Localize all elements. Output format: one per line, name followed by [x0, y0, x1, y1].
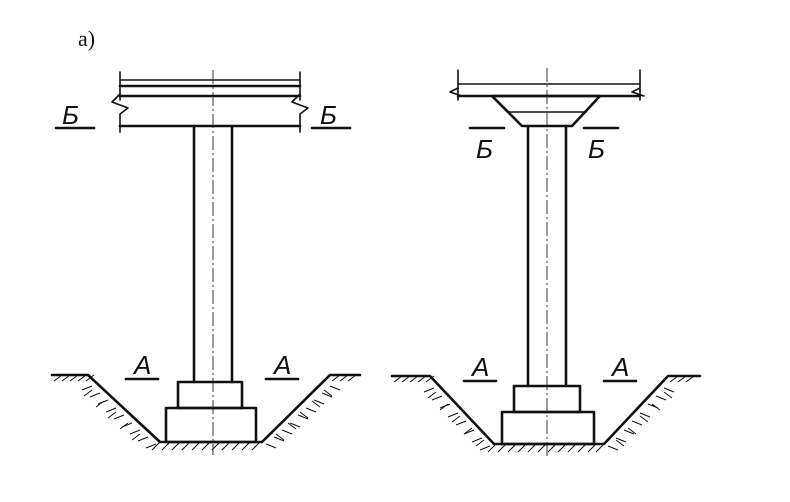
right-section-A-left: А — [462, 352, 498, 383]
left-section-B-left: Б — [54, 100, 96, 130]
left-section-A-left: А — [124, 350, 160, 381]
section-label: Б — [62, 100, 79, 130]
right-column-shaft — [526, 124, 568, 388]
part-label: а) — [78, 26, 95, 51]
left-footing — [164, 380, 258, 444]
right-section-B-right: Б — [582, 126, 620, 164]
right-foundation-pit — [390, 374, 702, 453]
right-assembly: Б Б А А — [390, 68, 702, 458]
right-footing — [500, 384, 596, 446]
left-section-A-right: А — [264, 350, 300, 381]
right-section-A-right: А — [602, 352, 638, 383]
left-floor-slab — [111, 71, 309, 133]
section-label: А — [272, 350, 291, 380]
section-label: Б — [588, 134, 605, 164]
right-column-capital — [490, 94, 602, 128]
section-label: Б — [476, 134, 493, 164]
section-label: А — [132, 350, 151, 380]
left-section-B-right: Б — [310, 100, 352, 130]
section-label: А — [610, 352, 629, 382]
right-section-B-left: Б — [468, 126, 506, 164]
left-column-shaft — [192, 124, 234, 384]
section-label: Б — [320, 100, 337, 130]
left-foundation-pit — [50, 373, 362, 451]
left-assembly: Б Б А А — [50, 70, 362, 455]
section-label: А — [470, 352, 489, 382]
